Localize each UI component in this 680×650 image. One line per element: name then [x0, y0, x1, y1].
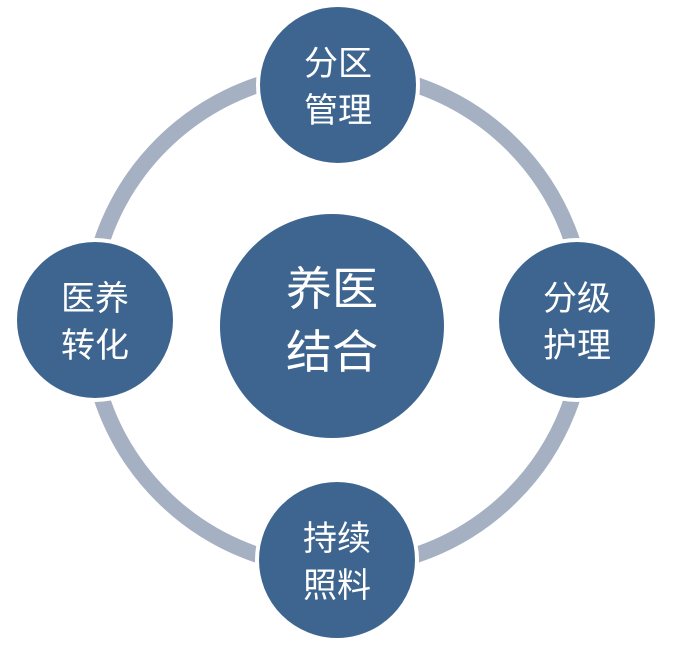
node-right: 分级 护理 [495, 238, 659, 402]
center-label-line1: 养医 [286, 262, 378, 316]
center-node: 养医 结合 [220, 214, 444, 438]
node-left-label-line2: 转化 [61, 326, 129, 366]
node-left: 医养 转化 [13, 238, 177, 402]
node-bottom-circle [255, 478, 419, 642]
node-top-circle [256, 3, 420, 167]
center-label-line2: 结合 [286, 325, 378, 379]
node-top-label-line1: 分区 [304, 44, 372, 84]
node-top-label-line2: 管理 [304, 91, 372, 131]
node-bottom: 持续 照料 [255, 478, 419, 642]
node-bottom-label-line1: 持续 [303, 519, 371, 559]
node-right-circle [495, 238, 659, 402]
node-right-label-line1: 分级 [543, 279, 611, 319]
node-bottom-label-line2: 照料 [303, 566, 371, 606]
node-left-circle [13, 238, 177, 402]
center-node-circle [220, 214, 444, 438]
node-left-label-line1: 医养 [61, 279, 129, 319]
node-top: 分区 管理 [256, 3, 420, 167]
node-right-label-line2: 护理 [543, 326, 611, 366]
